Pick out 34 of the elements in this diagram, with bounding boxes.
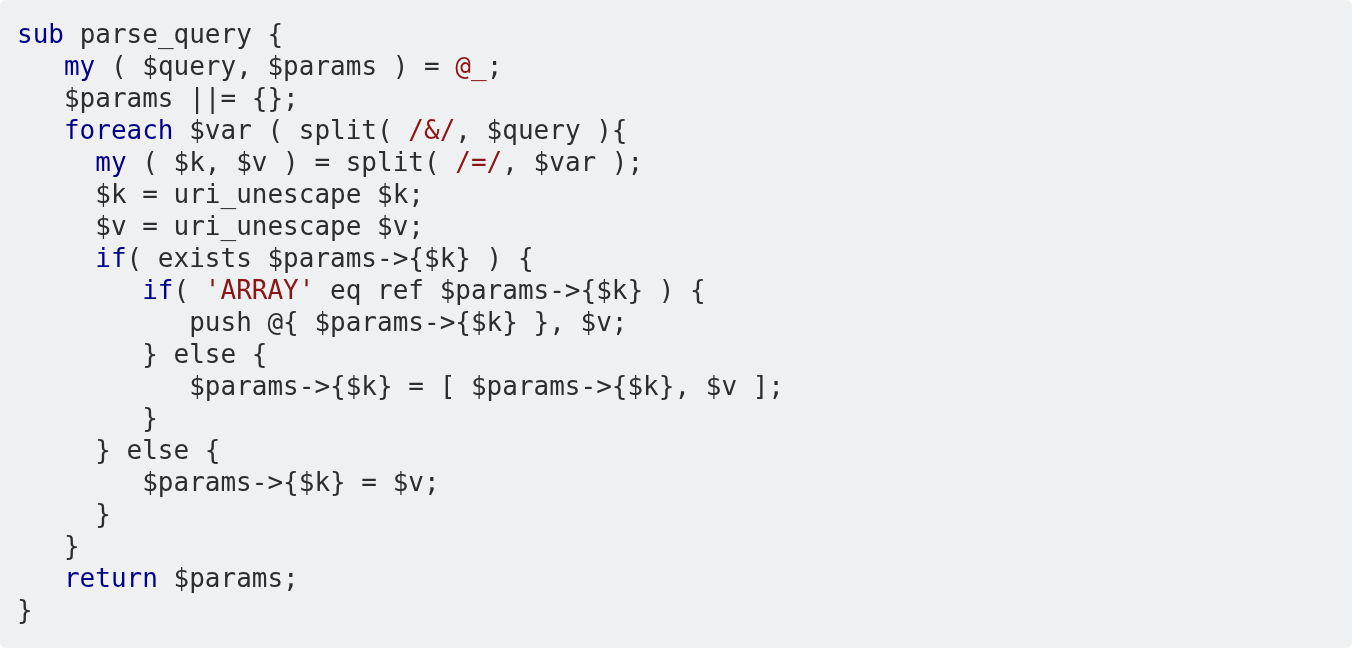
code-text: push @{ $params->{$k} }, $v;: [189, 307, 628, 337]
code-text: }: [142, 403, 158, 433]
code-text: , $query ){: [455, 115, 628, 145]
code-text: $params;: [173, 563, 299, 593]
literal: /=/: [455, 147, 503, 177]
code-text: $params->{$k} = [ $params->{$k}, $v ];: [189, 371, 784, 401]
keyword: my: [63, 51, 96, 81]
code-text: ( $k, $v ) = split(: [142, 147, 440, 177]
code-text: ( $query, $params ) =: [110, 51, 440, 81]
code-text: (: [173, 275, 190, 305]
code-text: , $var );: [502, 147, 644, 177]
code-text: } else {: [95, 435, 221, 465]
code-text: $params ||= {};: [63, 83, 299, 113]
literal: @_: [455, 51, 487, 81]
keyword: foreach: [63, 115, 174, 145]
keyword: sub: [17, 19, 64, 49]
keyword: my: [95, 147, 127, 177]
code-text: $v = uri_unescape $v;: [95, 211, 424, 241]
keyword: return: [63, 563, 158, 593]
code-text: } else {: [142, 339, 268, 369]
code-text: }: [95, 499, 111, 529]
code-text: eq ref $params->{$k} ) {: [330, 275, 706, 305]
code-text: parse_query {: [79, 19, 284, 49]
literal: 'ARRAY': [204, 275, 315, 305]
code-text: $k = uri_unescape $k;: [95, 179, 424, 209]
code-text: ;: [486, 51, 503, 81]
keyword: if: [142, 275, 174, 305]
code-text: $var ( split(: [189, 115, 393, 145]
code-text: }: [63, 531, 80, 561]
code-text: $params->{$k} = $v;: [142, 467, 440, 497]
code-text: ( exists $params->{$k} ) {: [126, 243, 534, 273]
literal: /&/: [408, 115, 456, 145]
code-text: }: [17, 595, 33, 625]
keyword: if: [95, 243, 127, 273]
